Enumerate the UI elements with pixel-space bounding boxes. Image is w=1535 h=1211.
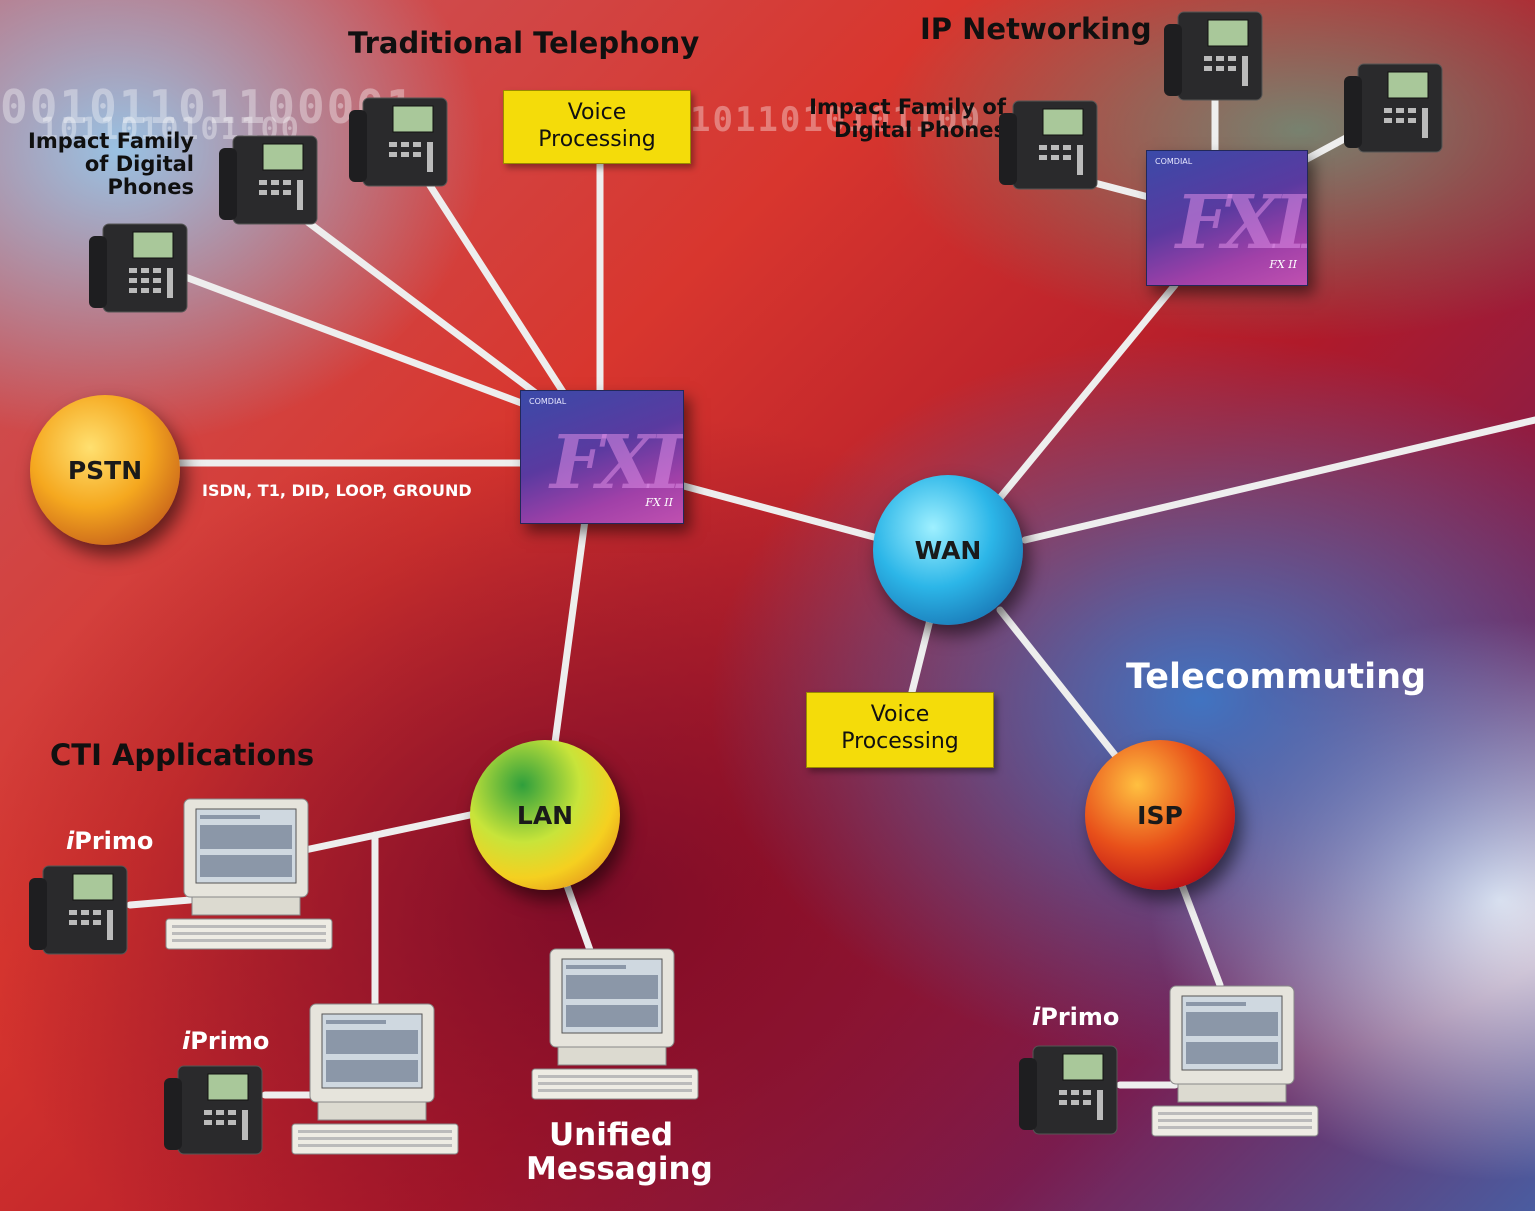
iprimo-name: Primo	[190, 1027, 270, 1055]
digital-phone-icon	[219, 135, 318, 225]
voice-processing-bottom-line1: Voice	[870, 702, 930, 727]
iprimo-name: Primo	[74, 827, 154, 855]
iprimo-label-3: iPrimo	[1032, 1004, 1119, 1030]
fx-brand-2: COMDIAL	[1155, 157, 1193, 166]
fx-wan-line	[676, 481, 889, 544]
phones-label-left-line3: Phones	[107, 175, 194, 200]
lan-cti-line	[301, 811, 474, 854]
heading-traditional-telephony: Traditional Telephony	[348, 26, 700, 60]
lan-node: LAN	[470, 740, 620, 890]
iprimo-phone-icon	[29, 865, 128, 955]
isp-label: ISP	[1137, 800, 1183, 830]
iprimo-phone-icon	[164, 1065, 263, 1155]
digital-phone-icon	[999, 100, 1098, 190]
background-binary-left: 00101101100001	[0, 80, 416, 134]
iprimo-label-1: iPrimo	[66, 828, 153, 854]
heading-telecommuting: Telecommuting	[1126, 657, 1427, 697]
voice-processing-top-line1: Voice	[567, 100, 627, 125]
phones-label-left-line2: of Digital	[84, 152, 194, 177]
phones-label-left-line1: Impact Family	[28, 129, 194, 153]
pstn-node: PSTN	[30, 395, 180, 545]
wan-label: WAN	[914, 535, 982, 565]
computer-icon	[165, 798, 333, 950]
voice-processing-box-bottom: Voice Processing	[806, 692, 994, 768]
heading-unified-messaging: Unified Messaging	[526, 1117, 713, 1188]
isp-pc-line	[1176, 876, 1224, 989]
unified-messaging-line2: Messaging	[526, 1151, 713, 1188]
computer-icon	[1151, 985, 1319, 1137]
iprimo-prefix: i	[182, 1027, 191, 1055]
heading-cti-applications: CTI Applications	[50, 738, 315, 772]
lan-um-line	[561, 876, 594, 954]
voice-processing-bottom-line2: Processing	[841, 729, 959, 754]
heading-ip-networking: IP Networking	[920, 12, 1152, 46]
iprimo-prefix: i	[1032, 1003, 1041, 1031]
pstn-link-label: ISDN, T1, DID, LOOP, GROUND	[202, 481, 472, 500]
iprimo-label-2: iPrimo	[182, 1028, 269, 1054]
wan-vp2-line	[906, 616, 934, 704]
unified-messaging-line1: Unified	[548, 1117, 674, 1153]
digital-phone-icon	[1164, 11, 1263, 101]
background-binary-mid: 1011010101100	[690, 100, 983, 140]
wan-isp-line	[996, 606, 1119, 759]
fx-tag: FX II	[645, 496, 673, 509]
phones-label-right-line2: Digital Phones	[833, 118, 1006, 143]
iprimo-name: Primo	[1040, 1003, 1120, 1031]
phone2-fx-line	[281, 201, 549, 404]
iprimo1-pc-line	[126, 896, 194, 909]
phone3-fx-line	[416, 166, 569, 399]
voice-processing-box-top: Voice Processing	[503, 90, 691, 164]
iprimo-phone-icon	[1019, 1045, 1118, 1135]
digital-phone-icon	[349, 97, 448, 187]
voice-processing-top-line2: Processing	[538, 127, 656, 152]
isp-node: ISP	[1085, 740, 1235, 890]
phones-label-left: Impact Family of Digital Phones	[14, 129, 194, 200]
iprimo-prefix: i	[66, 827, 75, 855]
lan-label: LAN	[516, 800, 574, 830]
phone1-fx-line	[176, 271, 544, 414]
wan-node: WAN	[873, 475, 1023, 625]
phones-label-right: Impact Family of Digital Phones	[790, 95, 1006, 143]
fx-brand: COMDIAL	[529, 397, 567, 406]
digital-phone-icon	[1344, 63, 1443, 153]
fx-lan-line	[548, 516, 589, 769]
phones-label-right-line1: Impact Family of	[809, 95, 1006, 119]
pstn-label: PSTN	[67, 455, 143, 485]
wan-east-line	[1021, 416, 1535, 544]
wan-fx2-line	[986, 281, 1179, 514]
computer-icon	[531, 948, 699, 1100]
fx-tag-2: FX II	[1269, 258, 1297, 271]
digital-phone-icon	[89, 223, 188, 313]
computer-icon	[291, 1003, 459, 1155]
